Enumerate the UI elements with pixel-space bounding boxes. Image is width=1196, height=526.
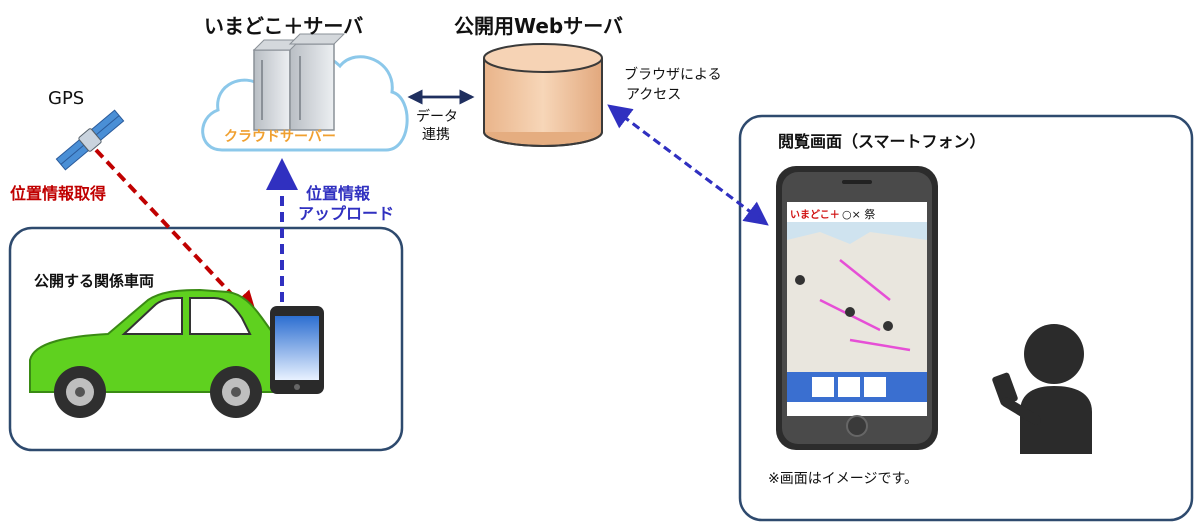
web-server-database-icon <box>483 43 603 147</box>
position-acquire-arrow <box>94 148 260 324</box>
cloud-server-label: クラウドサーバー <box>224 129 336 145</box>
viewer-box-title: 閲覧画面（スマートフォン） <box>778 132 986 151</box>
gps-label: GPS <box>48 88 85 109</box>
data-link-label-line2: 連携 <box>422 127 450 143</box>
app-logo: いまどこ＋ <box>790 210 840 221</box>
browser-access-arrow-back <box>607 104 765 224</box>
screen-note: ※画面はイメージです。 <box>768 471 919 487</box>
web-server-title: 公開用Webサーバ <box>454 14 624 38</box>
position-upload-label-line2: アップロード <box>298 204 395 223</box>
browser-access-label-line2: アクセス <box>626 87 682 103</box>
position-acquire-label: 位置情報取得 <box>10 184 107 203</box>
vehicle-box <box>8 226 404 452</box>
car-icon <box>29 288 291 418</box>
viewer-smartphone-icon <box>776 166 938 450</box>
vehicle-box-title: 公開する関係車両 <box>34 272 155 290</box>
data-link-label-line1: データ <box>416 109 458 125</box>
viewer-box <box>738 114 1194 522</box>
cloud-server-icon <box>201 33 409 152</box>
vehicle-smartphone-icon <box>270 306 324 394</box>
browser-access-label-line1: ブラウザによる <box>624 67 722 83</box>
person-icon <box>992 324 1092 454</box>
gps-satellite-icon <box>55 109 125 171</box>
position-upload-label-line1: 位置情報 <box>306 184 371 203</box>
app-title: ○× 祭 <box>842 208 876 221</box>
server-title: いまどこ＋サーバ <box>204 14 364 38</box>
